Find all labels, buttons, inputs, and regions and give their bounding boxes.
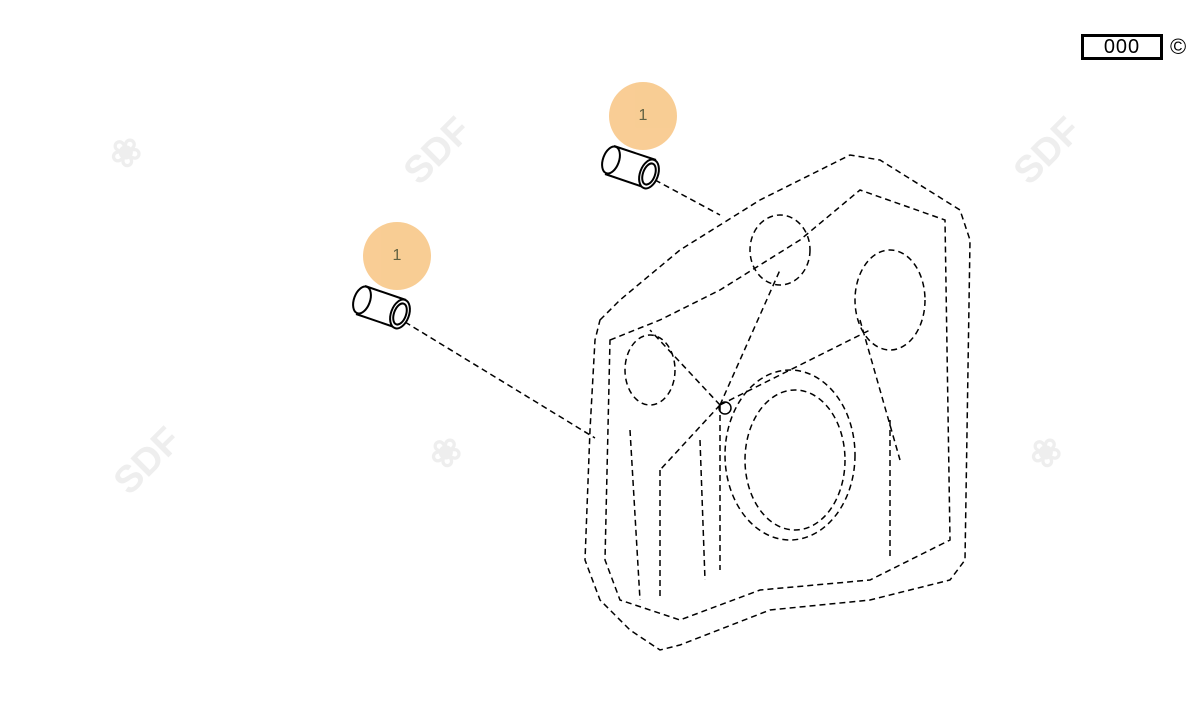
hub-center <box>718 401 732 415</box>
bushing-upper[interactable] <box>599 144 663 191</box>
copyright-icon: © <box>1170 34 1187 59</box>
reference-code-box: 000 <box>1081 34 1163 60</box>
bushing-lower[interactable] <box>350 284 414 331</box>
callout-part-1-lower[interactable]: 1 <box>363 222 431 290</box>
housing-cover-dashed <box>584 154 971 651</box>
leader-lines <box>404 179 721 439</box>
callout-part-1-upper[interactable]: 1 <box>609 82 677 150</box>
